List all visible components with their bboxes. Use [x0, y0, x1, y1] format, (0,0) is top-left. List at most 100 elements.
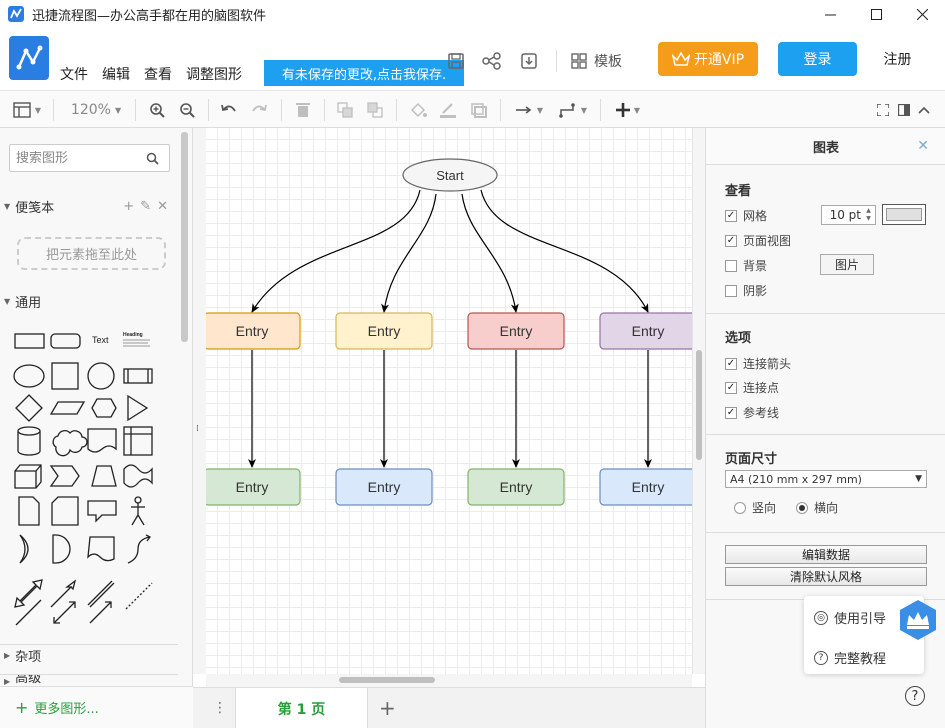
entry-node-6[interactable]: Entry	[335, 468, 433, 506]
to-back-icon[interactable]	[365, 100, 385, 120]
collapse-triangle-icon: ▼	[4, 201, 11, 211]
grid-size-stepper[interactable]: ▲▼	[866, 207, 871, 222]
more-shapes-button[interactable]: + 更多图形...	[0, 686, 193, 728]
collapse-chevron-icon[interactable]	[915, 100, 933, 120]
template-button[interactable]: 模板	[570, 49, 622, 73]
sidebar-scrollbar[interactable]	[181, 132, 188, 342]
canvas-vertical-scrollbar[interactable]	[696, 350, 702, 460]
menu-view[interactable]: 查看	[144, 67, 172, 83]
full-tutorial-link[interactable]: ?完整教程	[814, 648, 886, 667]
zoom-in-icon[interactable]	[147, 100, 167, 120]
register-button[interactable]: 注册	[883, 52, 912, 68]
menu-arrange[interactable]: 调整图形	[186, 67, 242, 83]
tab-diagram[interactable]: 图表	[706, 128, 945, 165]
scratchpad-dropzone[interactable]: 把元素拖至此处	[17, 237, 166, 270]
landscape-radio[interactable]	[796, 501, 809, 514]
shadow-option[interactable]: 阴影	[725, 282, 767, 299]
entry-node-1[interactable]: Entry	[206, 312, 301, 350]
unsaved-changes-notice[interactable]: 有未保存的更改,点击我保存.	[264, 60, 464, 86]
save-icon[interactable]	[445, 50, 467, 72]
format-panel-toggle[interactable]: ▼	[10, 100, 44, 120]
close-panel-icon[interactable]: ✕	[917, 138, 929, 154]
advanced-shapes-title: 高级	[15, 674, 42, 686]
close-icon[interactable]: ✕	[157, 198, 168, 214]
edge-start-entry-2[interactable]	[381, 193, 437, 313]
entry-node-5[interactable]: Entry	[206, 468, 301, 506]
page-size-select[interactable]: A4 (210 mm x 297 mm) ▼	[725, 470, 927, 488]
edge-start-entry-3[interactable]	[461, 193, 519, 313]
background-checkbox[interactable]	[725, 259, 737, 272]
minimize-button[interactable]	[807, 0, 853, 28]
grid-color-button[interactable]	[882, 204, 926, 225]
page-tab-1[interactable]: 第 1 页	[235, 688, 368, 728]
edge-start-entry-1[interactable]	[251, 189, 421, 313]
grid-size-input[interactable]: 10 pt ▲▼	[821, 205, 876, 225]
canvas-horizontal-scrollbar[interactable]	[339, 677, 435, 683]
fullscreen-icon[interactable]	[874, 100, 892, 120]
zoom-out-icon[interactable]	[177, 100, 197, 120]
connection-points-checkbox[interactable]: ✓	[725, 381, 737, 394]
connection-points-option[interactable]: ✓连接点	[725, 379, 779, 396]
entry-node-2[interactable]: Entry	[335, 312, 433, 350]
panel-toggle-icon[interactable]	[895, 100, 913, 120]
help-question-icon[interactable]: ?	[905, 686, 925, 706]
insert-dropdown[interactable]: ▼	[615, 103, 641, 117]
advanced-shapes-header[interactable]: ▶ 高级	[0, 674, 178, 686]
user-guide-link[interactable]: ◎使用引导	[814, 608, 886, 627]
page-view-checkbox[interactable]: ✓	[725, 234, 737, 247]
redo-icon[interactable]	[249, 100, 269, 120]
clear-default-style-button[interactable]: 清除默认风格	[725, 567, 927, 586]
shape-heading[interactable]: Heading	[123, 332, 150, 347]
connection-arrows-checkbox[interactable]: ✓	[725, 357, 737, 370]
maximize-button[interactable]	[853, 0, 899, 28]
line-color-icon[interactable]	[437, 100, 459, 120]
connection-style-dropdown[interactable]: ▼	[511, 100, 547, 120]
guides-option[interactable]: ✓参考线	[725, 404, 779, 421]
delete-icon[interactable]	[293, 100, 313, 120]
vip-button[interactable]: 开通VIP	[658, 42, 758, 76]
share-icon[interactable]	[481, 50, 503, 72]
waypoints-dropdown[interactable]: ▼	[555, 100, 591, 120]
guides-checkbox[interactable]: ✓	[725, 406, 737, 419]
background-image-button[interactable]: 图片	[820, 254, 874, 275]
zoom-dropdown[interactable]: 120%▼	[70, 102, 122, 118]
add-icon[interactable]: +	[123, 198, 135, 214]
grid-option[interactable]: ✓网格	[725, 207, 767, 224]
close-window-button[interactable]	[899, 0, 945, 28]
login-button[interactable]: 登录	[778, 42, 857, 76]
entry-node-8[interactable]: Entry	[599, 468, 692, 506]
shadow-icon[interactable]	[468, 100, 490, 120]
page-menu-icon[interactable]: ⋮	[213, 700, 227, 716]
shape-text[interactable]: Text	[92, 335, 109, 345]
edit-data-button[interactable]: 编辑数据	[725, 545, 927, 564]
search-icon[interactable]	[146, 152, 159, 165]
shape-search-box[interactable]	[9, 144, 170, 172]
help-assistant-badge[interactable]	[896, 598, 940, 642]
grid-checkbox[interactable]: ✓	[725, 209, 737, 222]
menu-edit[interactable]: 编辑	[102, 67, 130, 83]
edit-pencil-icon[interactable]: ✎	[140, 198, 152, 214]
misc-shapes-header[interactable]: ▶ 杂项	[0, 644, 178, 666]
page-view-option[interactable]: ✓页面视图	[725, 232, 791, 249]
shape-document	[87, 428, 117, 453]
undo-icon[interactable]	[219, 100, 239, 120]
add-page-icon[interactable]: +	[379, 696, 396, 720]
start-node[interactable]: Start	[402, 158, 498, 192]
edge-start-entry-4[interactable]	[480, 189, 649, 313]
download-icon[interactable]	[518, 50, 540, 72]
shape-search-input[interactable]	[16, 150, 146, 166]
entry-node-3[interactable]: Entry	[467, 312, 565, 350]
entry-node-4[interactable]: Entry	[599, 312, 692, 350]
shadow-checkbox[interactable]	[725, 284, 737, 297]
fill-color-icon[interactable]	[407, 100, 429, 120]
background-option[interactable]: 背景	[725, 257, 767, 274]
to-front-icon[interactable]	[335, 100, 355, 120]
splitter-grip-icon[interactable]: ⁞	[196, 424, 199, 434]
entry-node-7[interactable]: Entry	[467, 468, 565, 506]
portrait-radio[interactable]	[734, 501, 746, 514]
connection-arrows-option[interactable]: ✓连接箭头	[725, 355, 791, 372]
menu-file[interactable]: 文件	[60, 67, 88, 83]
scratchpad-header[interactable]: ▼ 便笺本 + ✎ ✕	[0, 195, 178, 217]
general-shapes-header[interactable]: ▼ 通用	[0, 290, 178, 312]
